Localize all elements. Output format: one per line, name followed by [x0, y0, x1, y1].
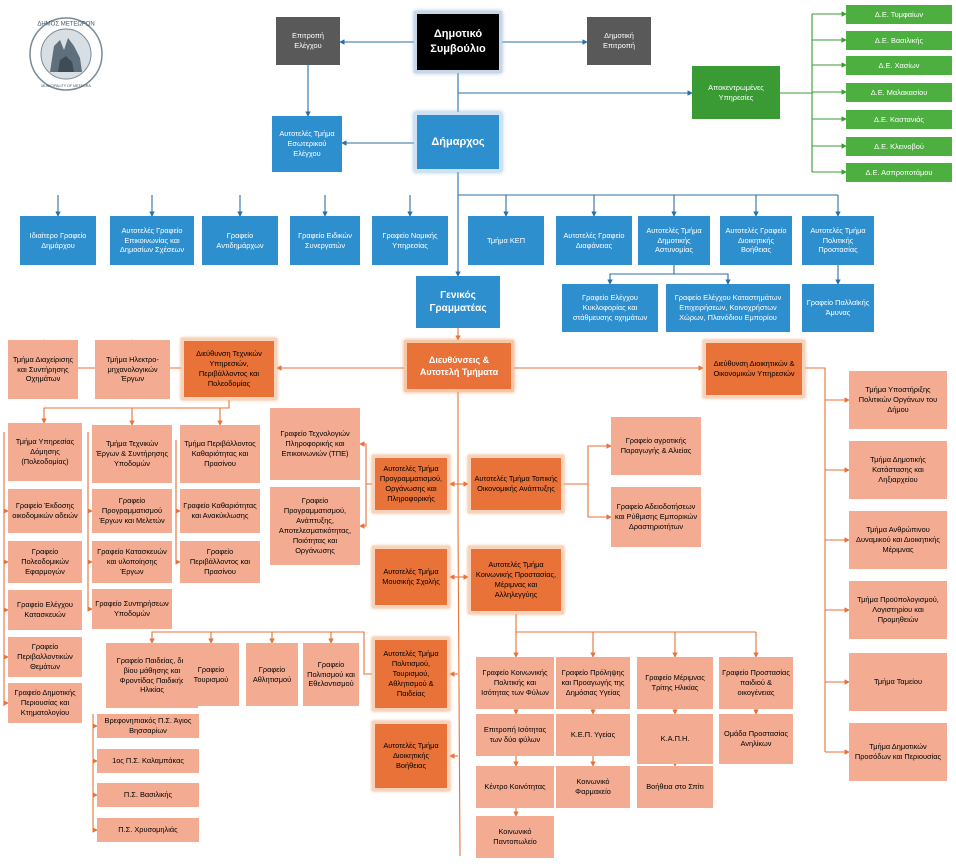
admin-dept-box: Τμήμα Υποστήριξης Πολιτικών Οργάνων του … [849, 371, 947, 429]
connector [41, 400, 230, 424]
connector [607, 265, 675, 285]
building-office-box: Γραφείο Περιβαλλοντικών Θεμάτων [8, 637, 82, 677]
works-office-box: Γραφείο Προγραμματισμού Έργων και Μελετώ… [92, 489, 172, 533]
connector [805, 367, 826, 752]
culture-office-box: Γραφείο Πολιτισμού και Εθελοντισμού [303, 643, 359, 706]
tech-directorate-box: Διεύθυνση Τεχνικών Υπηρεσιών, Περιβάλλον… [181, 338, 277, 400]
mayor-office-box: Ιδιαίτερο Γραφείο Δημάρχου [20, 216, 96, 265]
social-office-box: Γραφείο Προστασίας παιδιού & οικογένειας [719, 657, 793, 709]
police-office-box: Γραφείο Ελέγχου Κυκλοφορίας και στάθμευσ… [562, 284, 658, 332]
nursery-box: Π.Σ. Χρυσομηλιάς [97, 818, 199, 842]
logo-subtitle: MUNICIPALITY OF METEORA [41, 84, 91, 88]
connector [515, 614, 756, 633]
admin-dept-box: Τμήμα Προϋπολογισμού, Λογιστηρίου και Πρ… [849, 581, 947, 639]
municipality-logo: ΔΗΜΟΣ ΜΕΤΕΩΡΩΝ MUNICIPALITY OF METEORA [29, 17, 103, 91]
mayor-office-box: Αυτοτελές Γραφείο Διαφάνειας [556, 216, 632, 265]
connector [457, 392, 461, 857]
admin-dept-box: Τμήμα Ανθρώπινου Δυναμικού και Διοικητικ… [849, 511, 947, 569]
electromech-dept-box: Τμήμα Ηλεκτρο-μηχανολογικών Έργων [95, 340, 170, 399]
social-office-box: Γραφείο Μέριμνας Τρίτης Ηλικίας [637, 657, 713, 709]
social-service-box: Κέντρο Κοινότητας [476, 766, 554, 808]
unit-box: Δ.Ε. Κλεινοβού [846, 137, 952, 156]
planning-office-box: Γραφείο Προγραμματισμού, Ανάπτυξης, Αποτ… [270, 487, 360, 565]
unit-box: Δ.Ε. Χασίων [846, 56, 952, 75]
municipal-committee-box: Δημοτική Επιτροπή [587, 17, 651, 65]
env-dept-box: Τμήμα Περιβάλλοντος Καθαριότητας και Πρα… [180, 425, 260, 483]
connector [674, 273, 731, 285]
mayor-office-box: Τμήμα ΚΕΠ [468, 216, 544, 265]
mayor-office-box: Αυτοτελές Γραφείο Διοικητικής Βοήθειας [720, 216, 792, 265]
works-office-box: Γραφείο Κατασκευών και υλοποίησης Έργων [92, 541, 172, 583]
admin-dept-box: Τμήμα Δημοτικών Προσόδων και Περιουσίας [849, 723, 947, 781]
mayor-office-box: Αυτοτελές Γραφείο Επικοινωνίας και Δημοσ… [110, 216, 194, 265]
nursery-box: 1ος Π.Σ. Καλαμπάκας [97, 749, 199, 773]
unit-box: Δ.Ε. Ασπροποτάμου [846, 163, 952, 182]
unit-box: Δ.Ε. Μαλακασίου [846, 83, 952, 102]
connector [564, 443, 612, 485]
music-school-box: Αυτοτελές Τμήμα Μουσικής Σχολής [372, 546, 450, 608]
social-service-box: Βοήθεια στο Σπίτι [637, 766, 713, 808]
education-office-box: Γραφείο Παιδείας, δια βίου μάθησης και Φ… [106, 643, 198, 708]
mayor-office-box: Αυτοτελές Τμήμα Δημοτικής Αστυνομίας [638, 216, 710, 265]
social-service-box: Κ.Ε.Π. Υγείας [556, 714, 630, 756]
social-office-box: Γραφείο Κοινωνικής Πολιτικής και Ισότητα… [476, 657, 554, 709]
social-dept-box: Αυτοτελές Τμήμα Κοινωνικής Προστασίας, Μ… [468, 546, 564, 614]
mayor-box: Δήμαρχος [414, 112, 502, 172]
social-service-box: Ομάδα Προστασίας Ανηλίκων [719, 714, 793, 764]
nursery-box: Π.Σ. Βασιλικής [97, 783, 199, 807]
vehicles-dept-box: Τμήμα Διαχείρισης και Συντήρησης Οχημάτω… [8, 340, 78, 399]
building-office-box: Γραφείο Έκδοσης οικοδομικών αδειών [8, 489, 82, 533]
works-dept-box: Τμήμα Τεχνικών Έργων & Συντήρησης Υποδομ… [92, 425, 172, 483]
connector [359, 484, 367, 529]
unit-box: Δ.Ε. Καστανιάς [846, 110, 952, 129]
social-service-box: Κοινωνικό Φαρμακείο [556, 766, 630, 808]
unit-box: Δ.Ε. Βασιλικής [846, 31, 952, 50]
mayor-office-box: Γραφείο Ειδικών Συνεργατών [290, 216, 360, 265]
local-economy-dept-box: Αυτοτελές Τμήμα Τοπικής Οικονομικής Ανάπ… [468, 455, 564, 513]
env-office-box: Γραφείο Περιβάλλοντος και Πρασίνου [180, 541, 260, 583]
mayor-office-box: Γραφείο Νομικής Υπηρεσίας [372, 216, 448, 265]
decentralized-services-box: Αποκεντρωμένες Υπηρεσίες [692, 66, 780, 119]
social-service-box: Επιτροπή Ισότητας των δύο φύλων [476, 714, 554, 756]
env-office-box: Γραφείο Καθαριότητας και Ανακύκλωσης [180, 489, 260, 533]
social-office-box: Γραφείο Πρόληψης και Προαγωγής της Δημόσ… [556, 657, 630, 709]
social-service-box: Κοινωνικό Παντοπωλείο [476, 816, 554, 858]
agriculture-office-box: Γραφείο αγροτικής Παραγωγής & Αλιείας [611, 417, 701, 475]
programming-dept-box: Αυτοτελές Τμήμα Προγραμματισμού, Οργάνωσ… [372, 455, 450, 513]
sports-office-box: Γραφείο Αθλητισμού [246, 643, 298, 706]
connector [149, 631, 372, 675]
connector [587, 484, 612, 520]
mayor-office-box: Γραφείο Αντιδημάρχων [202, 216, 278, 265]
admin-dept-box: Τμήμα Ταμείου [849, 653, 947, 711]
tourism-office-box: Γραφείο Τουρισμού [183, 643, 239, 706]
unit-box: Δ.Ε. Τυμφαίων [846, 5, 952, 24]
social-service-box: Κ.Α.Π.Η. [637, 714, 713, 764]
civil-protection-office-box: Γραφείο Παλλαϊκής Άμυνας [802, 284, 874, 332]
directorates-box: Διευθύνσεις & Αυτοτελή Τμήματα [404, 340, 514, 392]
municipal-council-box: Δημοτικό Συμβούλιο [414, 11, 502, 73]
building-office-box: Γραφείο Ελέγχου Κατασκευών [8, 590, 82, 630]
logo-title: ΔΗΜΟΣ ΜΕΤΕΩΡΩΝ [37, 22, 94, 28]
general-secretary-box: Γενικός Γραμματέας [416, 276, 500, 328]
works-office-box: Γραφείο Συντηρήσεων Υποδομών [92, 589, 172, 629]
connector [359, 441, 372, 485]
admin-directorate-box: Διεύθυνση Διοικητικών & Οικονομικών Υπηρ… [703, 340, 805, 398]
licensing-office-box: Γραφείο Αδειοδοτήσεων και Ρύθμισης Εμπορ… [611, 487, 701, 547]
police-office-box: Γραφείο Ελέγχου Καταστημάτων Επιχειρήσεω… [666, 284, 790, 332]
nursery-box: Βρεφονηπιακός Π.Σ. Άγιος Βησσαρίων [97, 714, 199, 738]
culture-dept-box: Αυτοτελές Τμήμα Πολιτισμού, Τουρισμού, Α… [372, 637, 450, 711]
building-dept-box: Τμήμα Υπηρεσίας Δόμησης (Πολεοδομίας) [8, 423, 82, 481]
admin-dept-box: Τμήμα Δημοτικής Κατάστασης και Ληξιαρχεί… [849, 441, 947, 499]
ict-office-box: Γραφείο Τεχνολογιών Πληροφορικής και Επι… [270, 408, 360, 480]
admin-assistance-box: Αυτοτελές Τμήμα Διοικητικής Βοήθειας [372, 721, 450, 791]
building-office-box: Γραφείο Πολεοδομικών Εφαρμογών [8, 541, 82, 583]
control-committee-box: Επιτροπή Ελέγχου [276, 17, 340, 65]
mayor-office-box: Αυτοτελές Τμήμα Πολιτικής Προστασίας [802, 216, 874, 265]
internal-control-box: Αυτοτελές Τμήμα Εσωτερικού Ελέγχου [272, 116, 342, 172]
building-office-box: Γραφείο Δημοτικής Περιουσίας και Κτηματο… [8, 683, 82, 723]
